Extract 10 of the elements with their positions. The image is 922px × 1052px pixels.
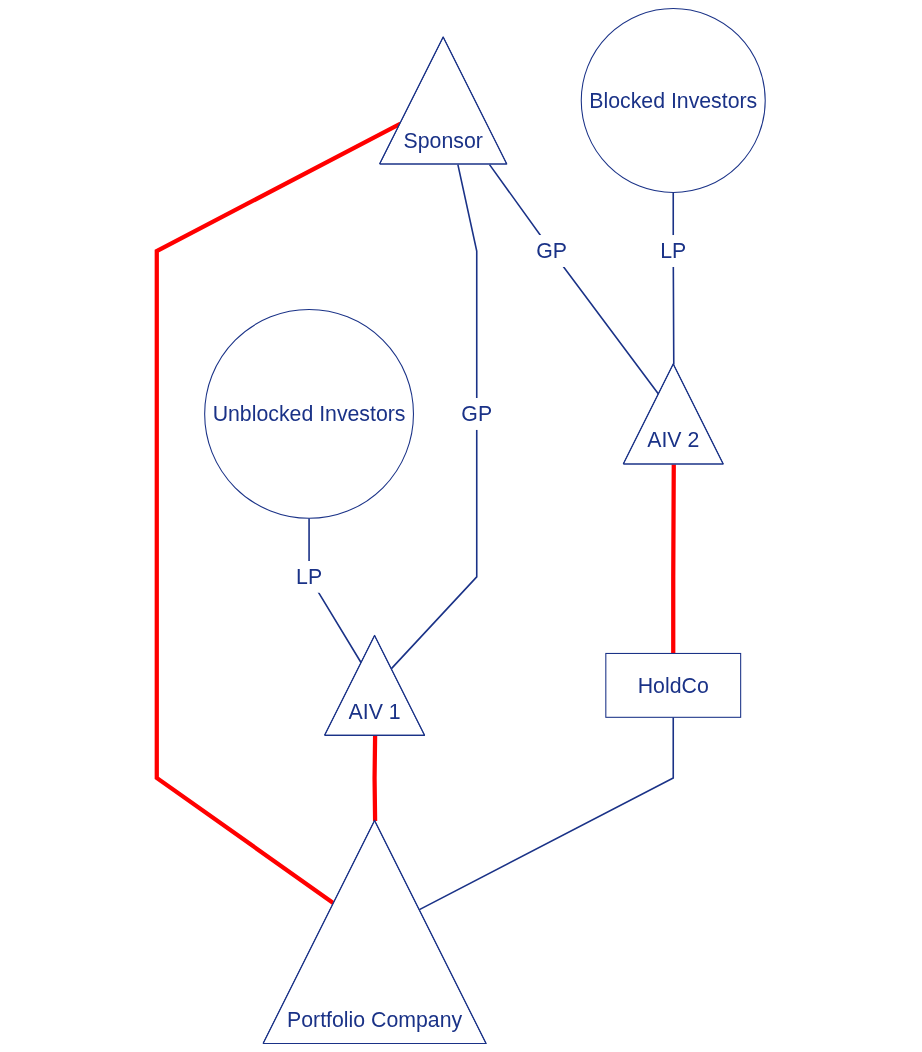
edge-label: GP — [461, 402, 493, 426]
edge-label: GP — [536, 239, 568, 263]
node-box: HoldCo — [605, 652, 742, 718]
connector — [418, 716, 675, 911]
edge-label: LP — [296, 565, 323, 589]
node-circle: Unblocked Investors — [204, 309, 414, 519]
node-circle: Blocked Investors — [580, 7, 766, 193]
connector — [372, 735, 378, 822]
connector — [671, 464, 676, 654]
edge-label: LP — [660, 239, 687, 263]
